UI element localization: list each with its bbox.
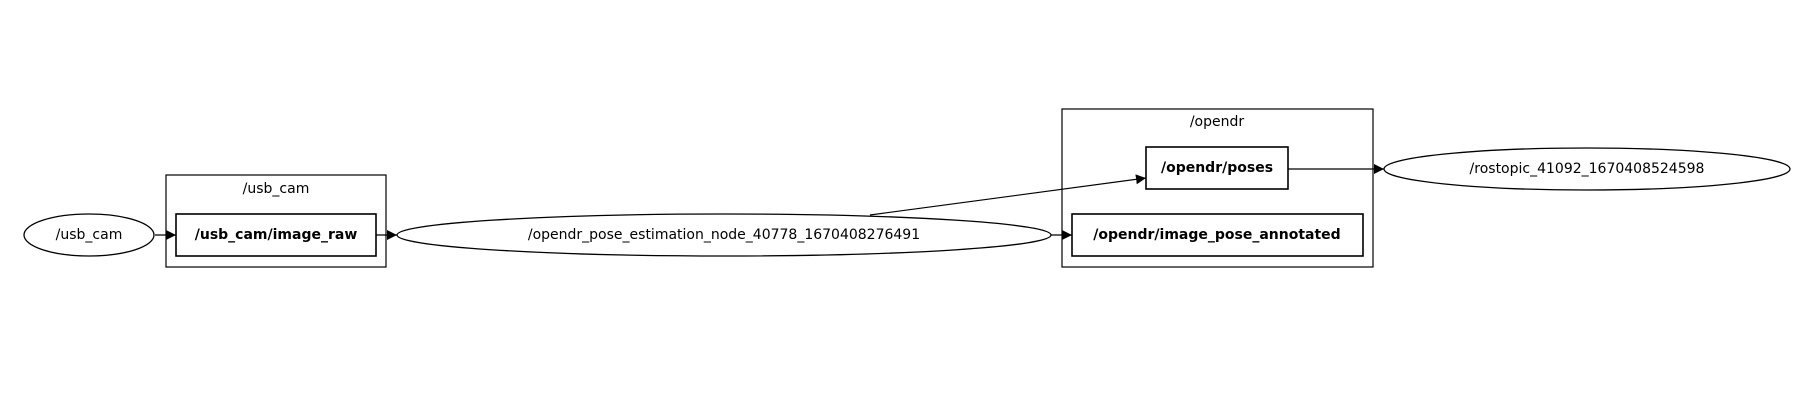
topic-opendr-poses-box[interactable]	[1145, 146, 1289, 190]
topic-opendr-poses-label: /opendr/poses	[1161, 160, 1273, 176]
cluster-usb-cam-frame	[165, 174, 387, 268]
topic-opendr-image-pose-annotated[interactable]: /opendr/image_pose_annotated	[1071, 213, 1364, 257]
cluster-usb-cam-label: /usb_cam	[243, 181, 310, 197]
node-opendr-pose-estimation-label: /opendr_pose_estimation_node_40778_16704…	[528, 227, 920, 243]
cluster-opendr-label: /opendr	[1190, 114, 1245, 130]
node-opendr-pose-estimation[interactable]: /opendr_pose_estimation_node_40778_16704…	[396, 213, 1052, 257]
node-opendr-pose-estimation-ellipse[interactable]	[396, 213, 1052, 257]
node-usb-cam[interactable]: /usb_cam	[23, 213, 155, 257]
node-rostopic-label: /rostopic_41092_1670408524598	[1470, 161, 1705, 177]
node-rostopic[interactable]: /rostopic_41092_1670408524598	[1383, 147, 1791, 191]
topic-usb-cam-image-raw[interactable]: /usb_cam/image_raw	[175, 213, 377, 257]
topic-opendr-poses[interactable]: /opendr/poses	[1145, 146, 1289, 190]
edge-pose-node-to-poses	[869, 174, 1147, 216]
cluster-usb-cam: /usb_cam	[165, 174, 387, 268]
topic-usb-cam-image-raw-label: /usb_cam/image_raw	[195, 227, 358, 243]
topic-usb-cam-image-raw-box[interactable]	[175, 213, 377, 257]
node-usb-cam-ellipse[interactable]	[23, 213, 155, 257]
cluster-opendr-frame	[1061, 108, 1374, 268]
topic-opendr-image-pose-annotated-box[interactable]	[1071, 213, 1364, 257]
cluster-opendr: /opendr	[1061, 108, 1374, 268]
node-usb-cam-label: /usb_cam	[56, 227, 123, 243]
topic-opendr-image-pose-annotated-label: /opendr/image_pose_annotated	[1093, 227, 1340, 243]
node-rostopic-ellipse[interactable]	[1383, 147, 1791, 191]
